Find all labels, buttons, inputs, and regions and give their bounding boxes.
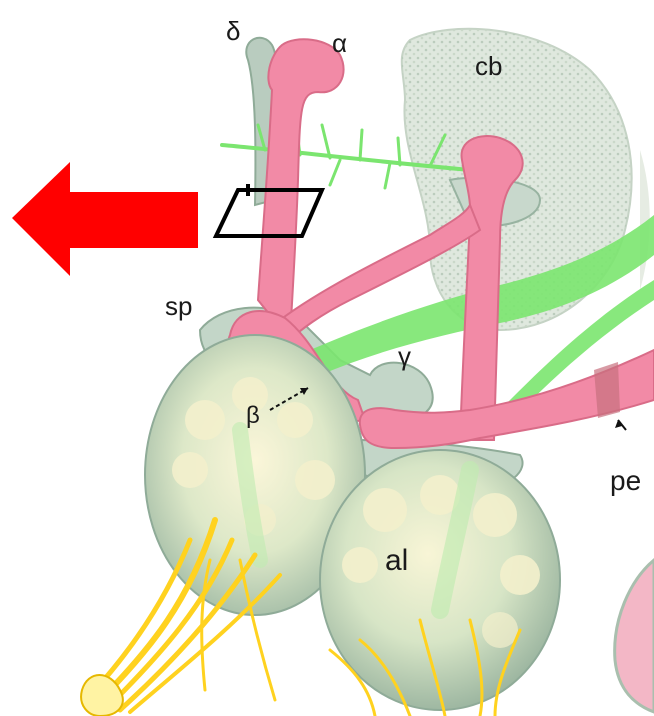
label-pe: pe	[610, 465, 641, 496]
label-cb: cb	[475, 51, 502, 81]
partial-bulb-bottom-right	[615, 560, 654, 712]
label-gamma: γ	[398, 341, 411, 371]
pe-pointer	[615, 420, 626, 430]
label-beta: β	[246, 402, 260, 429]
label-al: al	[385, 544, 408, 577]
label-delta: δ	[226, 16, 240, 46]
label-sp: sp	[165, 291, 192, 321]
label-alpha: α	[332, 28, 347, 58]
right-bulb	[320, 450, 560, 710]
red-arrow-left	[12, 162, 198, 276]
